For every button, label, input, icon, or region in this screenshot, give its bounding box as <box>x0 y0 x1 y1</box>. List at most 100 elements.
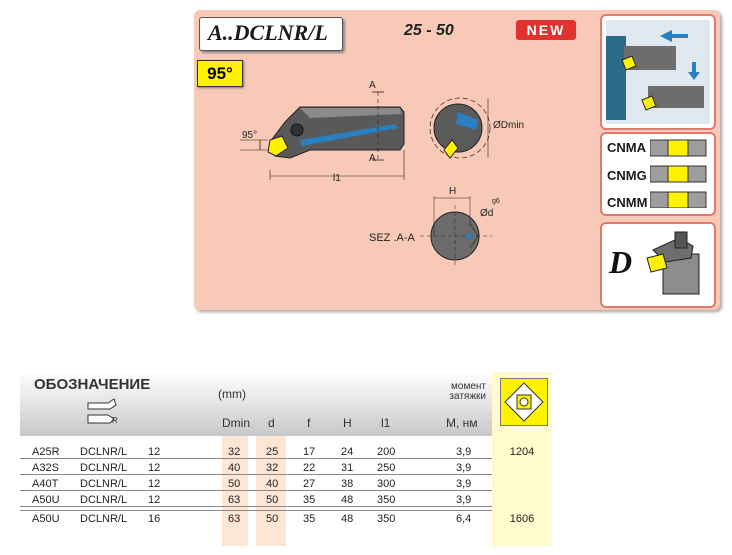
cell-model: DCLNR/L <box>80 478 128 490</box>
cell-d: 50 <box>266 513 279 525</box>
cell-m: 3,9 <box>456 478 472 490</box>
insert-shape-icon <box>500 378 548 426</box>
cell-d: 25 <box>266 446 279 458</box>
cell-d: 40 <box>266 478 279 490</box>
table-row: A32S DCLNR/L 12 40 32 22 31 250 3,9 <box>20 462 492 474</box>
coolant-channel <box>300 124 398 146</box>
d-dim: Ød <box>480 208 494 219</box>
handedness-icons: R <box>87 398 118 425</box>
cell-code: A50U <box>32 494 60 506</box>
section-marker-bottom: A <box>369 153 376 164</box>
cell-dmin: 32 <box>228 446 241 458</box>
cell-dmin: 40 <box>228 462 241 474</box>
col-m: M, нм <box>446 416 478 430</box>
cell-h: 31 <box>341 462 354 474</box>
cell-dmin: 63 <box>228 513 241 525</box>
boring-application-icon <box>606 20 710 124</box>
cell-size: 12 <box>148 478 161 490</box>
cell-f: 27 <box>303 478 316 490</box>
cell-code: A32S <box>32 462 59 474</box>
svg-text:R: R <box>112 416 118 425</box>
cell-size: 12 <box>148 494 161 506</box>
cell-d: 32 <box>266 462 279 474</box>
cell-h: 48 <box>341 494 354 506</box>
cell-l1: 350 <box>377 513 396 525</box>
table-row: A50U DCLNR/L 12 63 50 35 48 350 3,9 <box>20 494 492 506</box>
table-row: A25R DCLNR/L 12 32 25 17 24 200 3,9 <box>20 446 492 458</box>
insert-screw <box>290 123 304 137</box>
cell-size: 12 <box>148 446 161 458</box>
cell-size: 16 <box>148 513 161 525</box>
insert-type-cnmg: CNMG <box>607 168 647 183</box>
row-divider <box>20 510 492 511</box>
insert-profiles-icon <box>650 139 707 208</box>
insert <box>267 135 289 157</box>
cell-dmin: 50 <box>228 478 241 490</box>
col-d: d <box>268 416 275 430</box>
g6-dim: g6 <box>492 198 500 205</box>
tool-end-view <box>433 103 483 153</box>
h-dim: H <box>449 186 457 197</box>
d-column-highlight <box>256 436 286 546</box>
cell-m: 3,9 <box>456 446 472 458</box>
new-badge: NEW <box>516 20 576 40</box>
col-l1: l1 <box>381 416 391 430</box>
insert-code-1204: 1204 <box>509 446 535 458</box>
cell-m: 3,9 <box>456 494 472 506</box>
cell-m: 6,4 <box>456 513 472 525</box>
cell-model: DCLNR/L <box>80 494 128 506</box>
cell-model: DCLNR/L <box>80 462 128 474</box>
cell-l1: 250 <box>377 462 396 474</box>
cell-code: A25R <box>32 446 60 458</box>
row-divider <box>20 490 492 491</box>
table-title: ОБОЗНАЧЕНИЕ <box>34 376 151 393</box>
cell-h: 48 <box>341 513 354 525</box>
cell-size: 12 <box>148 462 161 474</box>
title-box: A..DCLNR/L <box>199 17 343 51</box>
angle-badge: 95° <box>197 60 243 87</box>
rhombic-insert-icon <box>504 382 544 422</box>
col-dmin: Dmin <box>222 416 251 430</box>
cell-h: 38 <box>341 478 354 490</box>
col-h: H <box>343 416 352 430</box>
table-row: A40T DCLNR/L 12 50 40 27 38 300 3,9 <box>20 478 492 490</box>
cell-f: 22 <box>303 462 316 474</box>
cell-f: 35 <box>303 513 316 525</box>
application-box <box>600 14 716 130</box>
unit-label: (mm) <box>218 387 246 401</box>
insert-code-1606: 1606 <box>509 513 535 525</box>
moment-label: момент затяжки <box>449 381 486 402</box>
bore-circle <box>429 97 491 159</box>
tool-shank-highlight <box>300 108 402 118</box>
dmin-dim: ØDmin <box>493 120 525 131</box>
section-label: SEZ .A-A <box>369 232 415 244</box>
cell-dmin: 63 <box>228 494 241 506</box>
cell-l1: 300 <box>377 478 396 490</box>
table-row: A50U DCLNR/L 16 63 50 35 48 350 6,4 <box>20 513 492 525</box>
cell-d: 50 <box>266 494 279 506</box>
clamp-icon <box>646 231 700 295</box>
cell-f: 17 <box>303 446 316 458</box>
cell-model: DCLNR/L <box>80 513 128 525</box>
insert-type-cnma: CNMA <box>607 140 646 155</box>
col-f: f <box>307 416 311 430</box>
insert-type-cnmm: CNMM <box>607 195 648 210</box>
row-divider <box>20 474 492 475</box>
angle-dim: 95° <box>242 130 258 141</box>
cell-h: 24 <box>341 446 354 458</box>
cell-f: 35 <box>303 494 316 506</box>
cell-m: 3,9 <box>456 462 472 474</box>
clamp-type-letter: D <box>609 244 633 280</box>
cell-code: A40T <box>32 478 59 490</box>
cell-l1: 200 <box>377 446 396 458</box>
row-divider <box>20 506 492 507</box>
cell-code: A50U <box>32 513 60 525</box>
length-dim: l1 <box>333 173 341 184</box>
size-range: 25 - 50 <box>404 22 454 39</box>
row-divider <box>20 458 492 459</box>
cell-model: DCLNR/L <box>80 446 128 458</box>
product-title: A..DCLNR/L <box>208 20 328 45</box>
section-marker-top: A <box>369 80 376 91</box>
cell-l1: 350 <box>377 494 396 506</box>
